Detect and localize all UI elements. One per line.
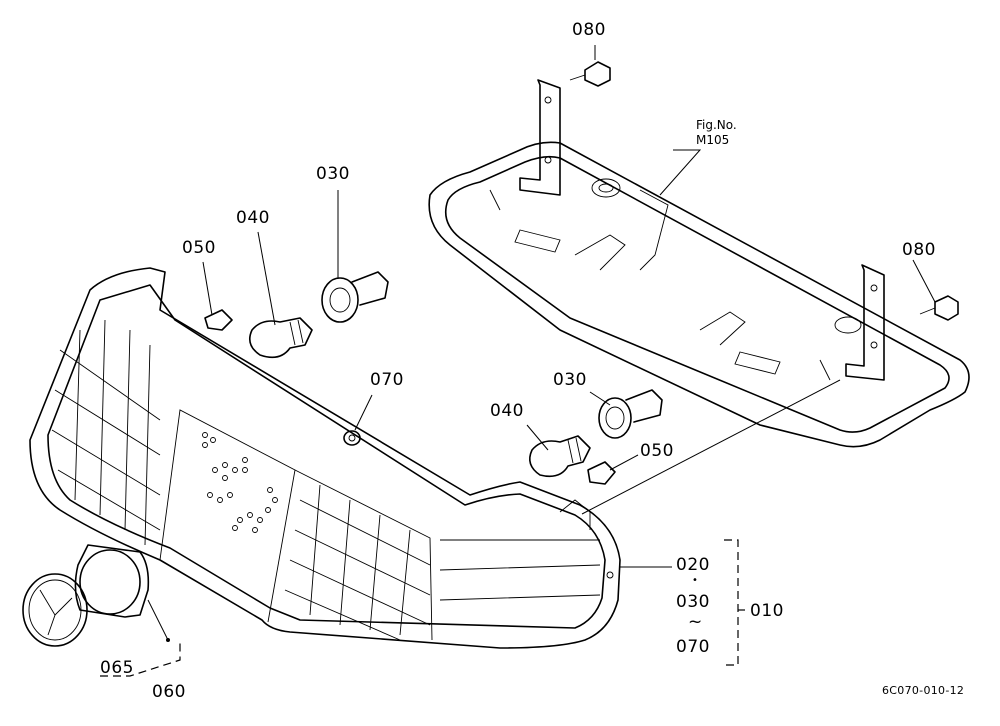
callout-030-right: 030 — [553, 370, 587, 390]
emblem-065-shape — [22, 573, 88, 647]
bolt-080-top-shape — [569, 61, 611, 87]
figure-ref-line2: M105 — [696, 133, 730, 147]
bulb-050-right-shape — [587, 461, 616, 485]
group-030: 030 — [676, 592, 710, 612]
bracket-right — [845, 264, 885, 381]
callout-040-left: 040 — [236, 208, 270, 228]
bracket-top — [519, 79, 561, 196]
callout-050-left: 050 — [182, 238, 216, 258]
socket-030-right-shape — [598, 389, 663, 439]
mounting-panel — [428, 141, 970, 448]
bulb-040-right-shape — [529, 435, 591, 478]
callout-080-right: 080 — [902, 240, 936, 260]
figure-ref-line1: Fig.No. — [696, 118, 737, 132]
group-020: 020 — [676, 555, 710, 575]
dashed-brackets — [100, 539, 745, 677]
group-dot: • — [692, 575, 699, 586]
callout-065: 065 — [100, 658, 134, 678]
group-010: 010 — [750, 601, 784, 621]
callout-050-right: 050 — [640, 441, 674, 461]
drawing-code: 6C070-010-12 — [882, 684, 965, 697]
bulb-040-left-shape — [249, 317, 313, 359]
bolt-080-right-shape — [919, 295, 959, 321]
leader-lines — [147, 45, 936, 642]
bulb-050-left-shape — [204, 309, 233, 331]
callout-070: 070 — [370, 370, 404, 390]
lamp-housing — [29, 267, 621, 649]
callout-040-right: 040 — [490, 401, 524, 421]
callout-030-left: 030 — [316, 164, 350, 184]
grommet-070-shape — [343, 430, 361, 446]
group-070: 070 — [676, 637, 710, 657]
callout-060: 060 — [152, 682, 186, 702]
callout-080-top: 080 — [572, 20, 606, 40]
group-tilde: ~ — [688, 612, 703, 632]
figure-ref: Fig.No.M105 — [696, 118, 737, 148]
reflector-dots — [202, 432, 278, 533]
lens-060-shape — [74, 544, 150, 618]
socket-030-left-shape — [321, 271, 389, 323]
